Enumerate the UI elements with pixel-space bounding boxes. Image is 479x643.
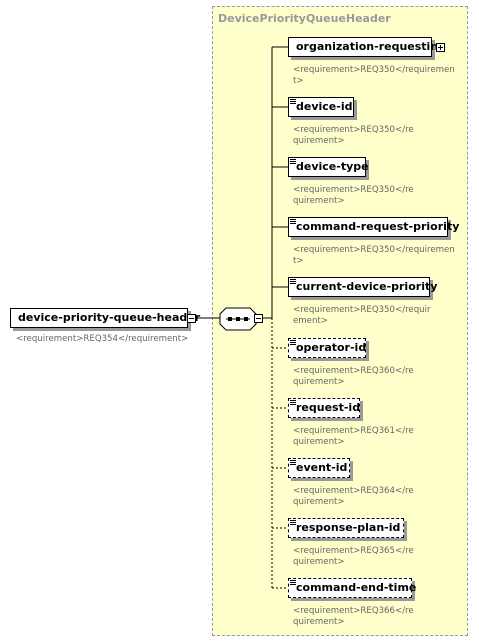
element-command-request-priority[interactable]: command-request-priority [288,217,459,237]
element-doc: <requirement>REQ360</requirement> [293,366,414,387]
element-label: event-id [296,461,348,474]
element-request-id[interactable]: request-id [288,398,360,418]
element-event-id[interactable]: event-id [288,458,350,478]
element-label: request-id [296,401,361,414]
element-doc: <requirement>REQ365</requirement> [293,546,414,567]
element-label: command-request-priority [296,220,460,233]
element-label: operator-id [296,341,367,354]
element-label: command-end-time [296,581,417,594]
element-label: organization-requesting [296,40,447,53]
element-doc: <requirement>REQ361</requirement> [293,426,414,447]
element-label: device-id [296,100,353,113]
root-element-label: device-priority-queue-header [18,311,201,324]
root-element[interactable]: device-priority-queue-header [10,308,200,328]
root-doc: <requirement>REQ354</requirement> [16,334,189,344]
element-organization-requesting[interactable]: organization-requesting [288,37,446,57]
element-doc: <requirement>REQ364</requirement> [293,486,414,507]
element-doc: <requirement>REQ350</requirement> [293,305,431,326]
collapse-icon[interactable] [187,314,196,323]
sequence-collapse-icon[interactable] [254,314,263,323]
element-doc: <requirement>REQ350</requirement> [293,185,414,206]
element-label: response-plan-id [296,521,401,534]
element-doc: <requirement>REQ350</requirement> [293,125,414,146]
element-command-end-time[interactable]: command-end-time [288,578,416,598]
element-device-type[interactable]: device-type [288,157,369,177]
element-current-device-priority[interactable]: current-device-priority [288,277,437,297]
element-response-plan-id[interactable]: response-plan-id [288,518,404,538]
sequence-compositor-icon[interactable] [219,307,257,331]
element-device-id[interactable]: device-id [288,97,354,117]
element-label: device-type [296,160,369,173]
element-doc: <requirement>REQ366</requirement> [293,606,414,627]
element-operator-id[interactable]: operator-id [288,338,366,358]
panel-title: DevicePriorityQueueHeader [218,12,391,25]
element-doc: <requirement>REQ350</requirement> [293,245,455,266]
element-label: current-device-priority [296,280,438,293]
expand-icon[interactable] [436,43,445,52]
element-doc: <requirement>REQ350</requirement> [293,65,455,86]
